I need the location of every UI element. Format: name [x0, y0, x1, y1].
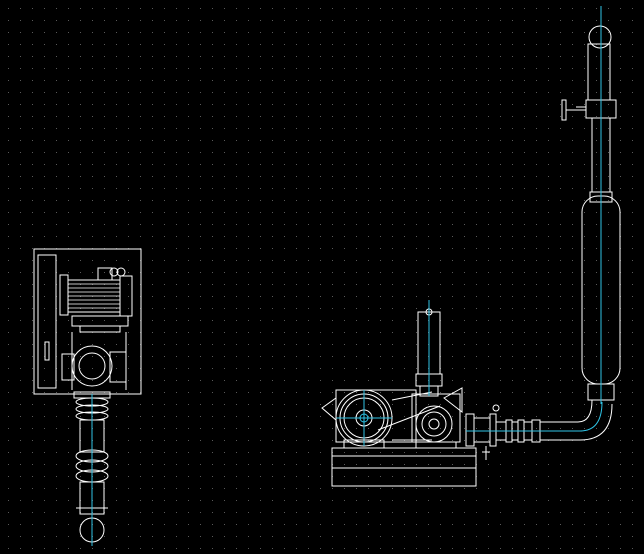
front-check-valve[interactable] — [465, 404, 582, 460]
side-view[interactable] — [33, 248, 142, 546]
front-motor[interactable] — [321, 389, 417, 449]
background-dot-grid — [8, 8, 633, 549]
side-discharge-pipe[interactable] — [73, 391, 111, 546]
front-base-frame[interactable] — [331, 447, 477, 487]
front-silencer[interactable] — [415, 300, 443, 397]
front-blower[interactable] — [411, 387, 463, 449]
front-view[interactable] — [321, 6, 621, 487]
front-elbow[interactable] — [540, 399, 613, 441]
side-motor[interactable] — [59, 267, 133, 317]
side-blower[interactable] — [61, 315, 129, 390]
side-base-frame[interactable] — [33, 248, 142, 395]
front-vertical-riser[interactable] — [561, 6, 621, 404]
